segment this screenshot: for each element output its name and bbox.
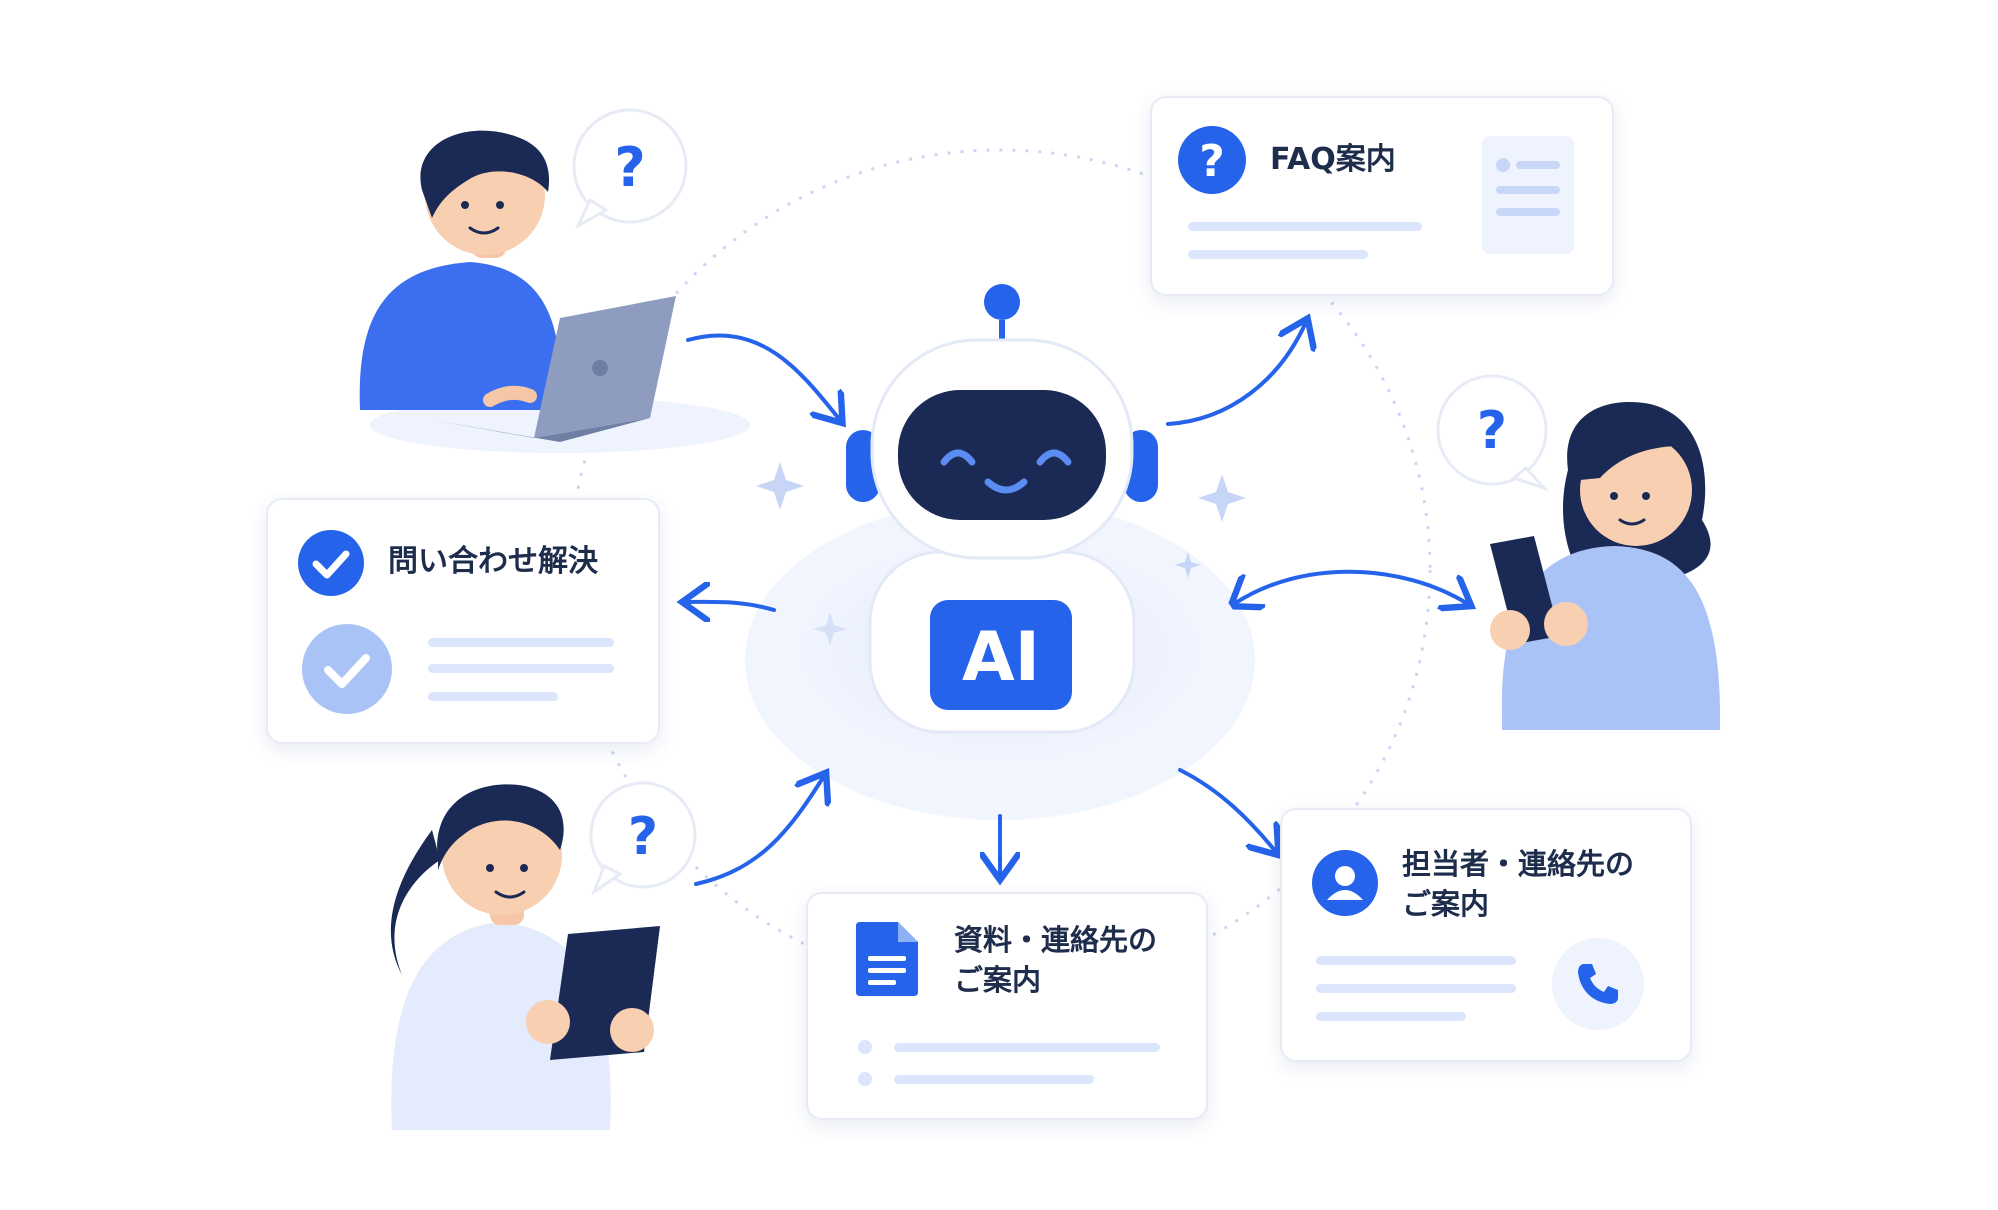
documents-contact-card: 資料・連絡先の ご案内 (806, 892, 1208, 1120)
sparkle-icon (1198, 474, 1246, 522)
robot-eye-right (1036, 449, 1072, 466)
person-hair (437, 784, 564, 870)
faq-card: ? FAQ案内 (1150, 96, 1614, 296)
question-bubble-user2: ? (589, 781, 697, 897)
person-body (359, 262, 561, 410)
arrow-robot-user3-bidirectional (1234, 569, 1468, 604)
robot-eye-left (940, 449, 976, 466)
document-icon (856, 922, 918, 996)
svg-text:?: ? (1477, 401, 1507, 461)
inquiry-resolved-label: 問い合わせ解決 (388, 544, 598, 579)
placeholder-line (428, 664, 614, 673)
placeholder-line (428, 638, 614, 647)
placeholder-line (1316, 1012, 1466, 1021)
documents-card-label-line1: 資料・連絡先の (954, 923, 1158, 957)
sparkle-icon (1175, 552, 1201, 578)
bullet-dot (858, 1072, 872, 1086)
placeholder-line (1188, 222, 1422, 231)
arrow-user1-to-robot (686, 333, 840, 420)
phone-icon-circle (1552, 938, 1644, 1030)
ai-badge-text: AI (962, 618, 1040, 697)
svg-text:?: ? (614, 136, 645, 199)
robot-antenna (984, 284, 1020, 320)
person-woman-with-phone (1490, 401, 1721, 730)
svg-text:?: ? (628, 807, 658, 867)
ai-badge (930, 600, 1072, 710)
question-bubble-user1: ? (572, 108, 688, 230)
placeholder-line (1188, 250, 1368, 259)
placeholder-line (894, 1043, 1160, 1052)
ai-robot: AI (846, 284, 1158, 734)
person-hair (420, 130, 550, 218)
contact-card-label-line2: ご案内 (1402, 887, 1490, 921)
person-body (1501, 546, 1721, 730)
phone-device-icon (1490, 536, 1560, 644)
check-circle-light-icon (302, 624, 392, 714)
bullet-dot (858, 1040, 872, 1054)
svg-text:?: ? (1199, 136, 1225, 187)
contact-person-card: 担当者・連絡先の ご案内 (1280, 808, 1692, 1062)
dashed-orbit (568, 148, 1432, 992)
document-thumbnail (1482, 136, 1574, 254)
person-woman-with-tablet (390, 784, 660, 1130)
question-bubble-user3: ? (1436, 374, 1549, 492)
placeholder-line (1316, 984, 1516, 993)
documents-card-label-line2: ご案内 (954, 963, 1042, 997)
person-man-with-laptop (359, 130, 750, 453)
faq-card-label: FAQ案内 (1270, 142, 1396, 177)
user-circle-icon (1312, 850, 1378, 916)
arrow-robot-to-faq (1166, 322, 1306, 426)
arrow-user2-to-robot (694, 776, 824, 886)
contact-card-label-line1: 担当者・連絡先の (1402, 847, 1635, 881)
placeholder-line (428, 692, 558, 701)
sparkle-icon (813, 612, 847, 646)
phone-icon (1578, 964, 1618, 1004)
check-circle-icon (298, 530, 364, 596)
robot-mouth (984, 478, 1028, 494)
sparkle-icon (756, 462, 804, 510)
inquiry-resolved-card: 問い合わせ解決 (266, 498, 660, 744)
arrow-robot-to-contact (1178, 768, 1276, 852)
placeholder-line (894, 1075, 1094, 1084)
placeholder-line (1316, 956, 1516, 965)
arrow-robot-to-resolved (686, 602, 776, 610)
question-circle-icon: ? (1178, 126, 1246, 194)
person-body (391, 922, 611, 1130)
person-hair (390, 830, 440, 975)
robot-face-screen (898, 390, 1106, 520)
